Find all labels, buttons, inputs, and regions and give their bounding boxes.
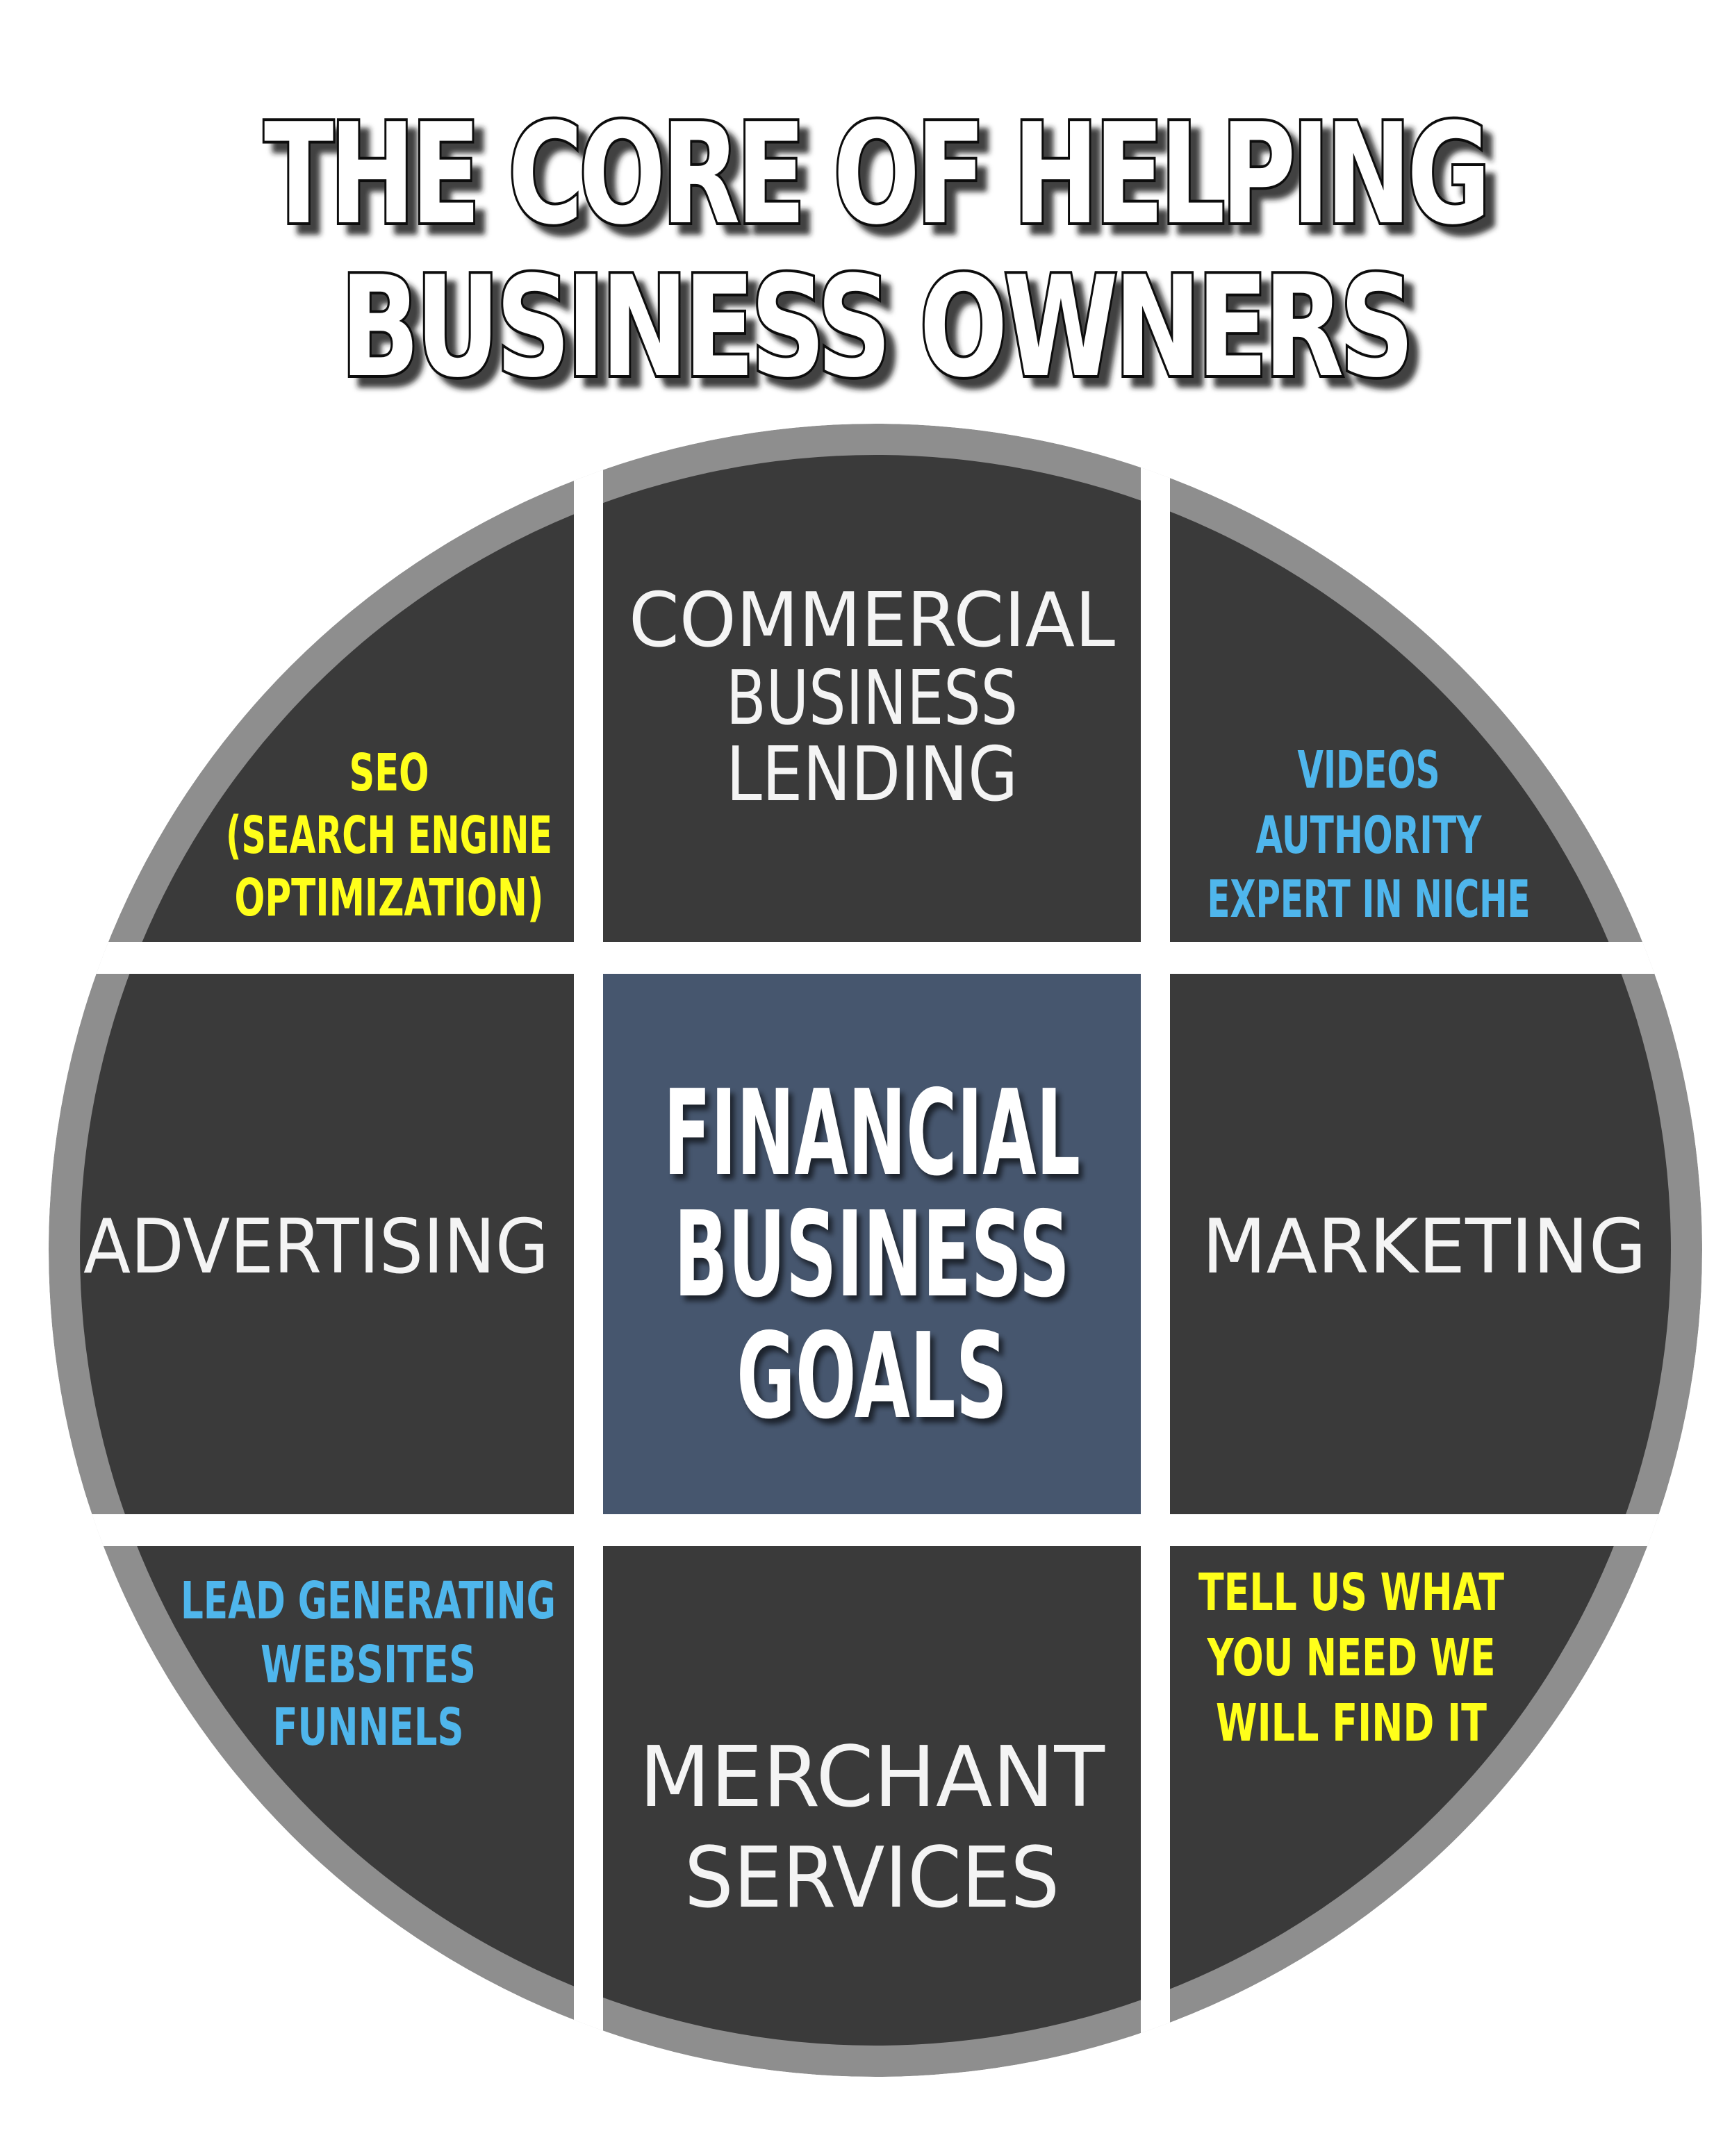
segment-top-left-line-3: OPTIMIZATION) — [235, 868, 544, 928]
gap-horizontal-top — [49, 942, 1702, 974]
segment-seo: SEO (SEARCH ENGINE OPTIMIZATION) — [226, 743, 552, 928]
segment-top-line-3: LENDING — [726, 731, 1018, 818]
title-line-1: THE CORE OF HELPING — [264, 94, 1487, 256]
segment-right-line-1: MARKETING — [1202, 1204, 1647, 1291]
gap-vertical-right — [1141, 424, 1170, 2077]
gap-horizontal-bottom — [49, 1514, 1702, 1546]
segment-top-left-line-2: (SEARCH ENGINE — [226, 806, 552, 865]
center-block — [603, 974, 1141, 1514]
center-line-3: GOALS — [736, 1308, 1007, 1445]
segment-advertising: ADVERTISING — [83, 1204, 549, 1291]
segment-lead-generating: LEAD GENERATING WEBSITES FUNNELS — [181, 1571, 556, 1757]
center-line-2: BUSINESS — [674, 1186, 1070, 1324]
segment-commercial-business-lending: COMMERCIAL BUSINESS LENDING — [629, 577, 1115, 818]
segment-bottom-left-line-1: LEAD GENERATING — [181, 1571, 556, 1631]
segment-merchant-services: MERCHANT SERVICES — [639, 1730, 1105, 1927]
title: THE CORE OF HELPING BUSINESS OWNERS — [261, 91, 1495, 411]
gap-vertical-left — [574, 424, 603, 2077]
segment-top-line-2: BUSINESS — [726, 655, 1018, 742]
segment-tell-us-what: TELL US WHAT YOU NEED WE WILL FIND IT — [1198, 1563, 1504, 1753]
segment-top-right-line-3: EXPERT IN NICHE — [1207, 870, 1531, 929]
title-line-2: BUSINESS OWNERS — [340, 247, 1410, 408]
segment-top-left-line-1: SEO — [349, 743, 429, 803]
segment-bottom-right-line-3: WILL FIND IT — [1216, 1693, 1487, 1753]
segment-bottom-right-line-1: TELL US WHAT — [1198, 1563, 1504, 1623]
segment-top-line-1: COMMERCIAL — [629, 577, 1115, 664]
segment-marketing: MARKETING — [1202, 1204, 1647, 1291]
segment-videos: VIDEOS AUTHORITY EXPERT IN NICHE — [1207, 740, 1531, 929]
segment-top-right-line-1: VIDEOS — [1298, 740, 1440, 800]
segment-bottom-line-1: MERCHANT — [639, 1730, 1105, 1826]
segment-bottom-line-2: SERVICES — [684, 1830, 1060, 1927]
segment-bottom-left-line-3: FUNNELS — [273, 1698, 464, 1757]
segment-left-line-1: ADVERTISING — [83, 1204, 549, 1291]
center-label: FINANCIAL BUSINESS GOALS — [663, 1065, 1080, 1445]
center-line-1: FINANCIAL — [663, 1065, 1080, 1202]
segment-top-right-line-2: AUTHORITY — [1256, 806, 1483, 865]
segment-bottom-right-line-2: YOU NEED WE — [1207, 1628, 1496, 1688]
segment-bottom-left-line-2: WEBSITES — [261, 1635, 476, 1695]
